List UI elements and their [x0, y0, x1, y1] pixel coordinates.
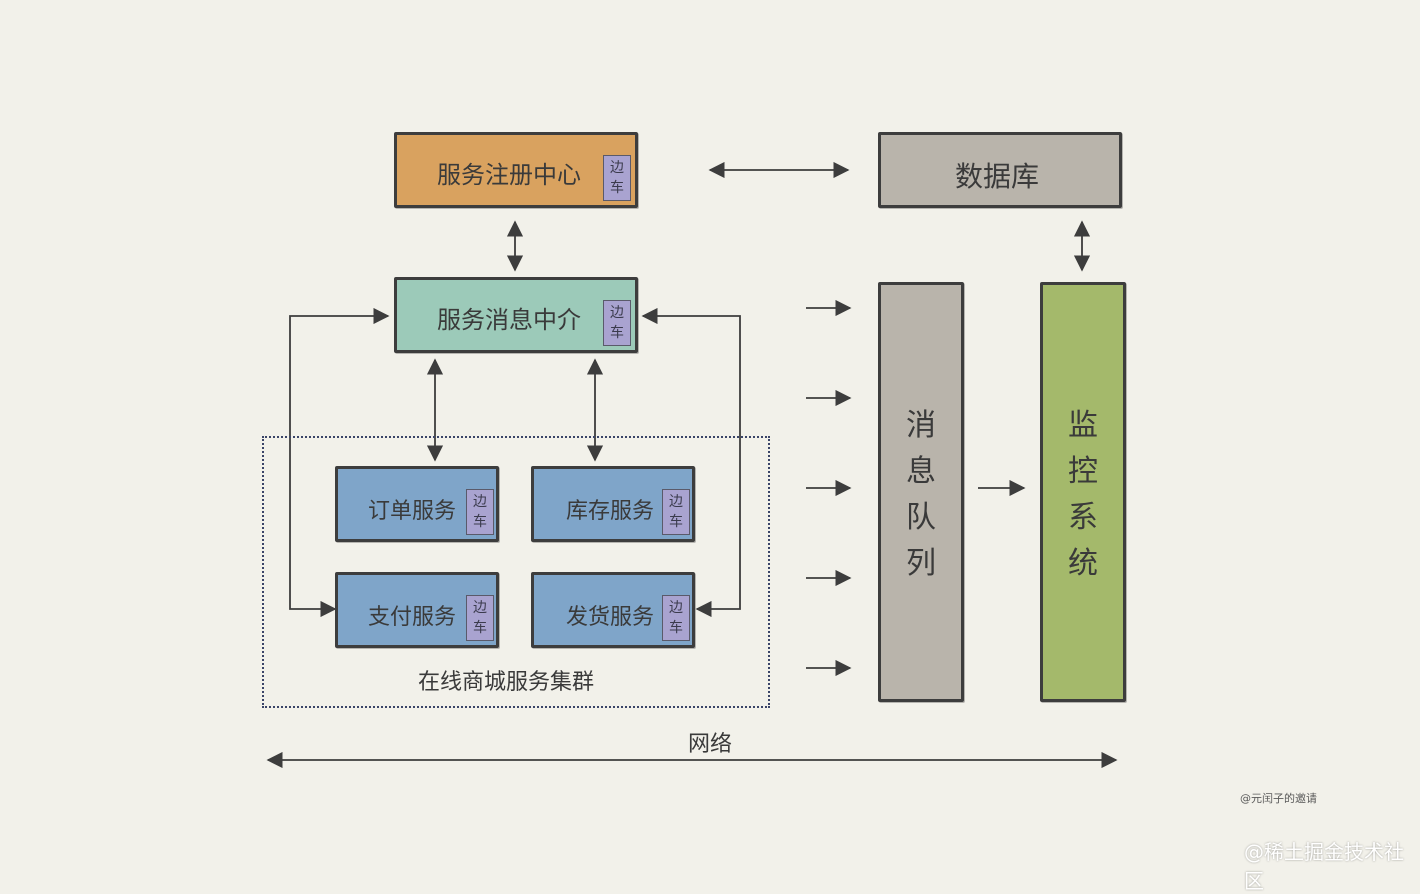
sidecar-char: 车 — [610, 180, 624, 196]
order-service-box: 订单服务 边 车 — [335, 466, 499, 542]
monitoring-system-label: 监 控 系 统 — [1068, 408, 1098, 581]
inventory-service-box: 库存服务 边 车 — [531, 466, 695, 542]
sidecar-char: 边 — [610, 305, 624, 321]
sidecar-char: 边 — [669, 600, 683, 616]
shipping-service-label: 发货服务 — [566, 605, 655, 630]
sidecar-char: 边 — [473, 494, 487, 510]
sidecar-badge: 边 车 — [466, 489, 494, 535]
payment-service-label: 支付服务 — [368, 605, 457, 630]
author-watermark: @元闰子的邀请 — [1240, 792, 1317, 805]
order-service-label: 订单服务 — [368, 499, 457, 524]
sidecar-char: 边 — [610, 160, 624, 176]
platform-watermark: @稀土掘金技术社区 — [1244, 840, 1404, 893]
message-queue-label: 消 息 队 列 — [906, 408, 936, 581]
arrow-payment-broker — [289, 307, 390, 618]
sidecar-char: 车 — [669, 514, 683, 530]
sidecar-badge: 边 车 — [662, 595, 690, 641]
message-queue-box: 消 息 队 列 — [878, 282, 964, 702]
sidecar-badge: 边 车 — [603, 300, 631, 346]
cluster-label: 在线商城服务集群 — [418, 670, 595, 695]
database-box: 数据库 — [878, 132, 1122, 208]
sidecar-char: 车 — [610, 325, 624, 341]
sidecar-badge: 边 车 — [603, 155, 631, 201]
shipping-service-box: 发货服务 边 车 — [531, 572, 695, 648]
sidecar-badge: 边 车 — [662, 489, 690, 535]
sidecar-char: 边 — [669, 494, 683, 510]
inventory-service-label: 库存服务 — [566, 499, 655, 524]
arrow-broker-shipping — [641, 307, 741, 618]
database-label: 数据库 — [955, 160, 1040, 193]
sidecar-char: 边 — [473, 600, 487, 616]
online-mall-cluster — [262, 436, 770, 708]
service-broker-label: 服务消息中介 — [437, 306, 581, 334]
network-label: 网络 — [688, 732, 733, 757]
monitoring-system-box: 监 控 系 统 — [1040, 282, 1126, 702]
service-broker-box: 服务消息中介 边 车 — [394, 277, 638, 353]
service-registry-box: 服务注册中心 边 车 — [394, 132, 638, 208]
payment-service-box: 支付服务 边 车 — [335, 572, 499, 648]
sidecar-char: 车 — [669, 620, 683, 636]
connector-arrows — [266, 161, 1118, 769]
sidecar-char: 车 — [473, 620, 487, 636]
service-registry-label: 服务注册中心 — [437, 161, 581, 189]
sidecar-badge: 边 车 — [466, 595, 494, 641]
sidecar-char: 车 — [473, 514, 487, 530]
